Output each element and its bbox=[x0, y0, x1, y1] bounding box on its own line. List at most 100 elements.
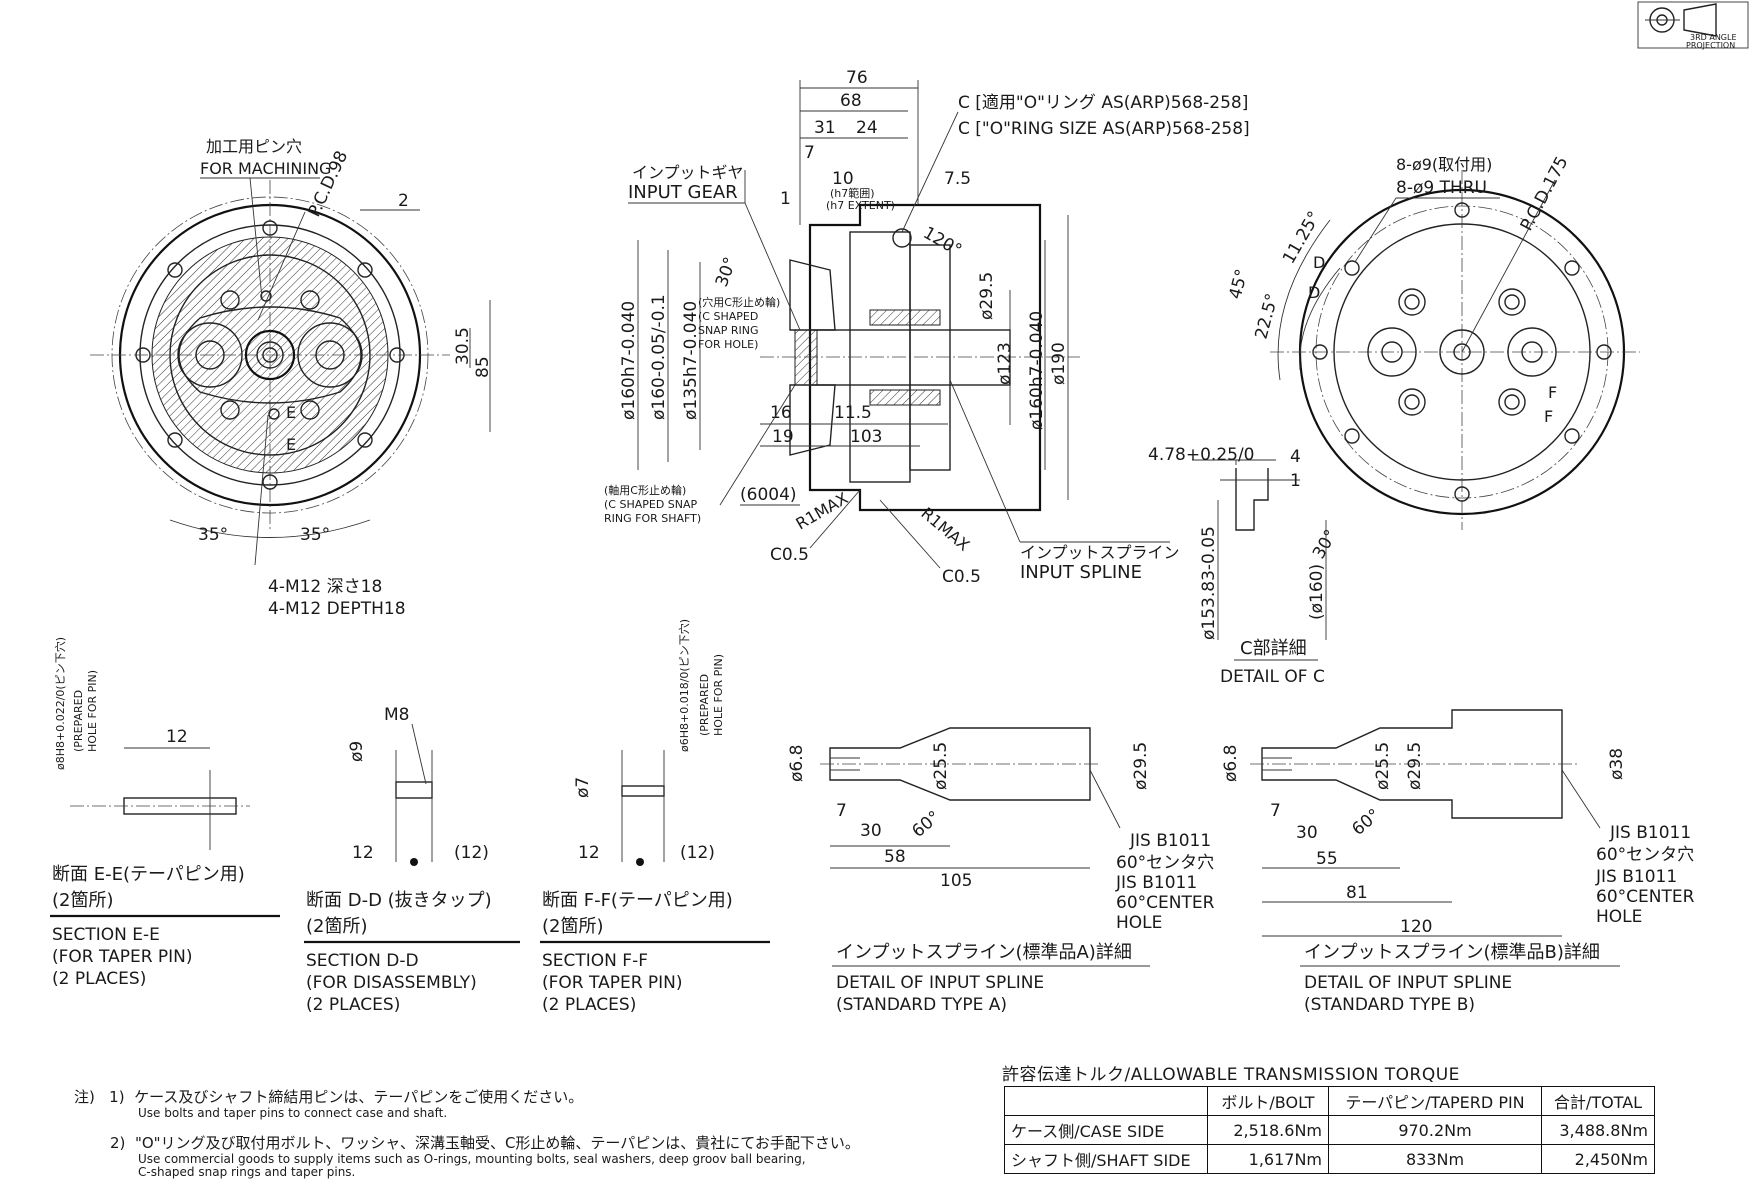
section-dd-hole bbox=[395, 781, 433, 799]
dim-16: 16 bbox=[770, 403, 792, 423]
section-dd-m8: M8 bbox=[384, 705, 409, 725]
d190: ø190 bbox=[1049, 342, 1069, 385]
torque-header-bolt: ボルト/BOLT bbox=[1207, 1086, 1329, 1116]
angle-120: 120° bbox=[920, 223, 965, 261]
spline-b-jis: JIS B1011 bbox=[1609, 823, 1691, 843]
detail-c-4: 4 bbox=[1290, 447, 1301, 467]
section-dd-en1: SECTION D-D bbox=[306, 951, 419, 971]
dim-76: 76 bbox=[846, 68, 868, 88]
dim-103: 103 bbox=[850, 427, 882, 447]
torque-row-total: 2,450Nm bbox=[1541, 1144, 1655, 1174]
rear-section-f2: F bbox=[1544, 407, 1553, 426]
spline-b-center-jp: 60°センタ穴 bbox=[1596, 845, 1694, 865]
detail-c-1: 1 bbox=[1290, 471, 1301, 491]
planet-gear-right bbox=[297, 322, 363, 388]
section-dd-title-jp: 断面 D-D (抜きタップ) bbox=[306, 890, 492, 911]
rear-section-d2: D bbox=[1308, 283, 1320, 302]
dim-30-5: 30.5 bbox=[453, 327, 473, 365]
section-dd-places: (2箇所) bbox=[306, 916, 368, 937]
spline-a-60: 60° bbox=[908, 807, 944, 842]
rear-section-d1: D bbox=[1313, 253, 1325, 272]
section-ff-prep-en1: (PREPARED bbox=[698, 674, 711, 736]
spline-a-d25-5: ø25.5 bbox=[931, 742, 951, 790]
torque-header-row: ボルト/BOLT テーパピン/TAPERD PIN 合計/TOTAL bbox=[1004, 1086, 1655, 1116]
dim-85: 85 bbox=[473, 356, 493, 378]
spline-a-58: 58 bbox=[884, 847, 906, 867]
detail-c-30: 30° bbox=[1309, 526, 1341, 562]
rear-mounting-holes bbox=[1312, 202, 1612, 502]
spline-b-60: 60° bbox=[1348, 805, 1384, 840]
r1max-left: R1MAX bbox=[793, 488, 852, 533]
projection-line1: 3RD ANGLE bbox=[1690, 33, 1737, 42]
spline-a-jis: JIS B1011 bbox=[1129, 831, 1211, 851]
section-ee-12: 12 bbox=[166, 727, 188, 747]
section-ff-12: 12 bbox=[578, 843, 600, 863]
spline-a-center-en1: 60°CENTER bbox=[1116, 893, 1215, 913]
spline-en: INPUT SPLINE bbox=[1020, 562, 1142, 583]
spline-b-30: 30 bbox=[1296, 823, 1318, 843]
spline-b-en2: (STANDARD TYPE B) bbox=[1304, 995, 1475, 1015]
torque-row-pin: 970.2Nm bbox=[1328, 1115, 1542, 1145]
table-row: シャフト側/SHAFT SIDE 1,617Nm 833Nm 2,450Nm bbox=[1004, 1144, 1655, 1174]
planet-gear-left bbox=[177, 322, 243, 388]
torque-row-label: ケース側/CASE SIDE bbox=[1004, 1115, 1208, 1145]
torque-header-blank bbox=[1004, 1086, 1208, 1116]
section-ee-en3: (2 PLACES) bbox=[52, 969, 146, 989]
snap-shaft-en2: RING FOR SHAFT) bbox=[604, 512, 701, 525]
input-gear-en: INPUT GEAR bbox=[628, 182, 738, 203]
spline-b-title-jp: インプットスプライン(標準品B)詳細 bbox=[1304, 942, 1600, 963]
h7-range-en: (h7 EXTENT) bbox=[826, 199, 895, 212]
spline-b-d6-8: ø6.8 bbox=[1221, 745, 1241, 782]
section-dd-en2: (FOR DISASSEMBLY) bbox=[306, 973, 477, 993]
projection-line2: PROJECTION bbox=[1686, 41, 1735, 50]
spline-b-120: 120 bbox=[1400, 917, 1432, 937]
section-ff-en3: (2 PLACES) bbox=[542, 995, 636, 1015]
angle-45: 45° bbox=[1226, 267, 1253, 301]
torque-row-pin: 833Nm bbox=[1328, 1144, 1542, 1174]
c05-right: C0.5 bbox=[942, 567, 981, 587]
side-section-view: ø160h7-0.040 ø160-0.05/-0.1 ø135h7-0.040… bbox=[604, 68, 1250, 587]
spline-a-d6-8: ø6.8 bbox=[787, 745, 807, 782]
torque-row-bolt: 1,617Nm bbox=[1207, 1144, 1329, 1174]
spline-a-shaft bbox=[829, 727, 1091, 801]
snap-hole-en1: (C SHAPED bbox=[698, 310, 758, 323]
notes-prefix: 注) bbox=[74, 1088, 95, 1106]
side-housing bbox=[808, 203, 1042, 512]
note1-jp: ケース及びシャフト締結用ピンは、テーパピンをご使用ください。 bbox=[134, 1088, 584, 1106]
note2-jp: "O"リング及び取付用ボルト、ワッシャ、深溝玉軸受、C形止め輪、テーパピンは、貴… bbox=[134, 1134, 860, 1152]
section-ff-en2: (FOR TAPER PIN) bbox=[542, 973, 683, 993]
section-ee-prep: ø8H8+0.022/0(ピン下穴) bbox=[53, 637, 67, 770]
torque-table-title: 許容伝達トルク/ALLOWABLE TRANSMISSION TORQUE bbox=[1002, 1065, 1460, 1085]
snap-shaft-en1: (C SHAPED SNAP bbox=[604, 498, 698, 511]
note1-en: Use bolts and taper pins to connect case… bbox=[138, 1106, 448, 1120]
section-dd: M8 ø9 12 (12) 断面 D-D (抜きタップ) (2箇所) SECTI… bbox=[304, 705, 520, 1015]
table-row: ケース側/CASE SIDE 2,518.6Nm 970.2Nm 3,488.8… bbox=[1004, 1115, 1655, 1145]
spline-a-30: 30 bbox=[860, 821, 882, 841]
section-mark-e2: E bbox=[286, 435, 296, 454]
section-ff-d7: ø7 bbox=[573, 777, 593, 798]
o-ring bbox=[892, 228, 912, 248]
rear-pcd: P.C.D.175 bbox=[1517, 153, 1573, 234]
torque-row-label: シャフト側/SHAFT SIDE bbox=[1004, 1144, 1208, 1174]
r1max-right: R1MAX bbox=[917, 504, 973, 555]
input-gear-body bbox=[789, 259, 836, 331]
c05-left: C0.5 bbox=[770, 545, 809, 565]
dim-31: 31 bbox=[814, 118, 836, 138]
tap-jp: 4-M12 深さ18 bbox=[268, 577, 382, 597]
dim-2: 2 bbox=[398, 191, 409, 211]
detail-c-d153: ø153.83-0.05 bbox=[1199, 526, 1219, 640]
torque-row-total: 3,488.8Nm bbox=[1541, 1115, 1655, 1145]
angle-22-5: 22.5° bbox=[1252, 291, 1283, 341]
rear-section-f1: F bbox=[1548, 383, 1557, 402]
torque-row-bolt: 2,518.6Nm bbox=[1207, 1115, 1329, 1145]
projection-symbol: 3RD ANGLE PROJECTION bbox=[1637, 1, 1749, 50]
section-ee-prep-en2: HOLE FOR PIN) bbox=[86, 670, 99, 752]
spline-b-center-en2: HOLE bbox=[1596, 907, 1642, 927]
spline-a-105: 105 bbox=[940, 871, 972, 891]
detail-c-478: 4.78+0.25/0 bbox=[1148, 445, 1255, 465]
spline-b-shaft bbox=[1261, 709, 1563, 819]
bearing-6004: (6004) bbox=[740, 485, 797, 505]
detail-c-title-en: DETAIL OF C bbox=[1220, 667, 1325, 687]
rear-holes-jp: 8-ø9(取付用) bbox=[1396, 155, 1492, 174]
spline-b-55: 55 bbox=[1316, 849, 1338, 869]
